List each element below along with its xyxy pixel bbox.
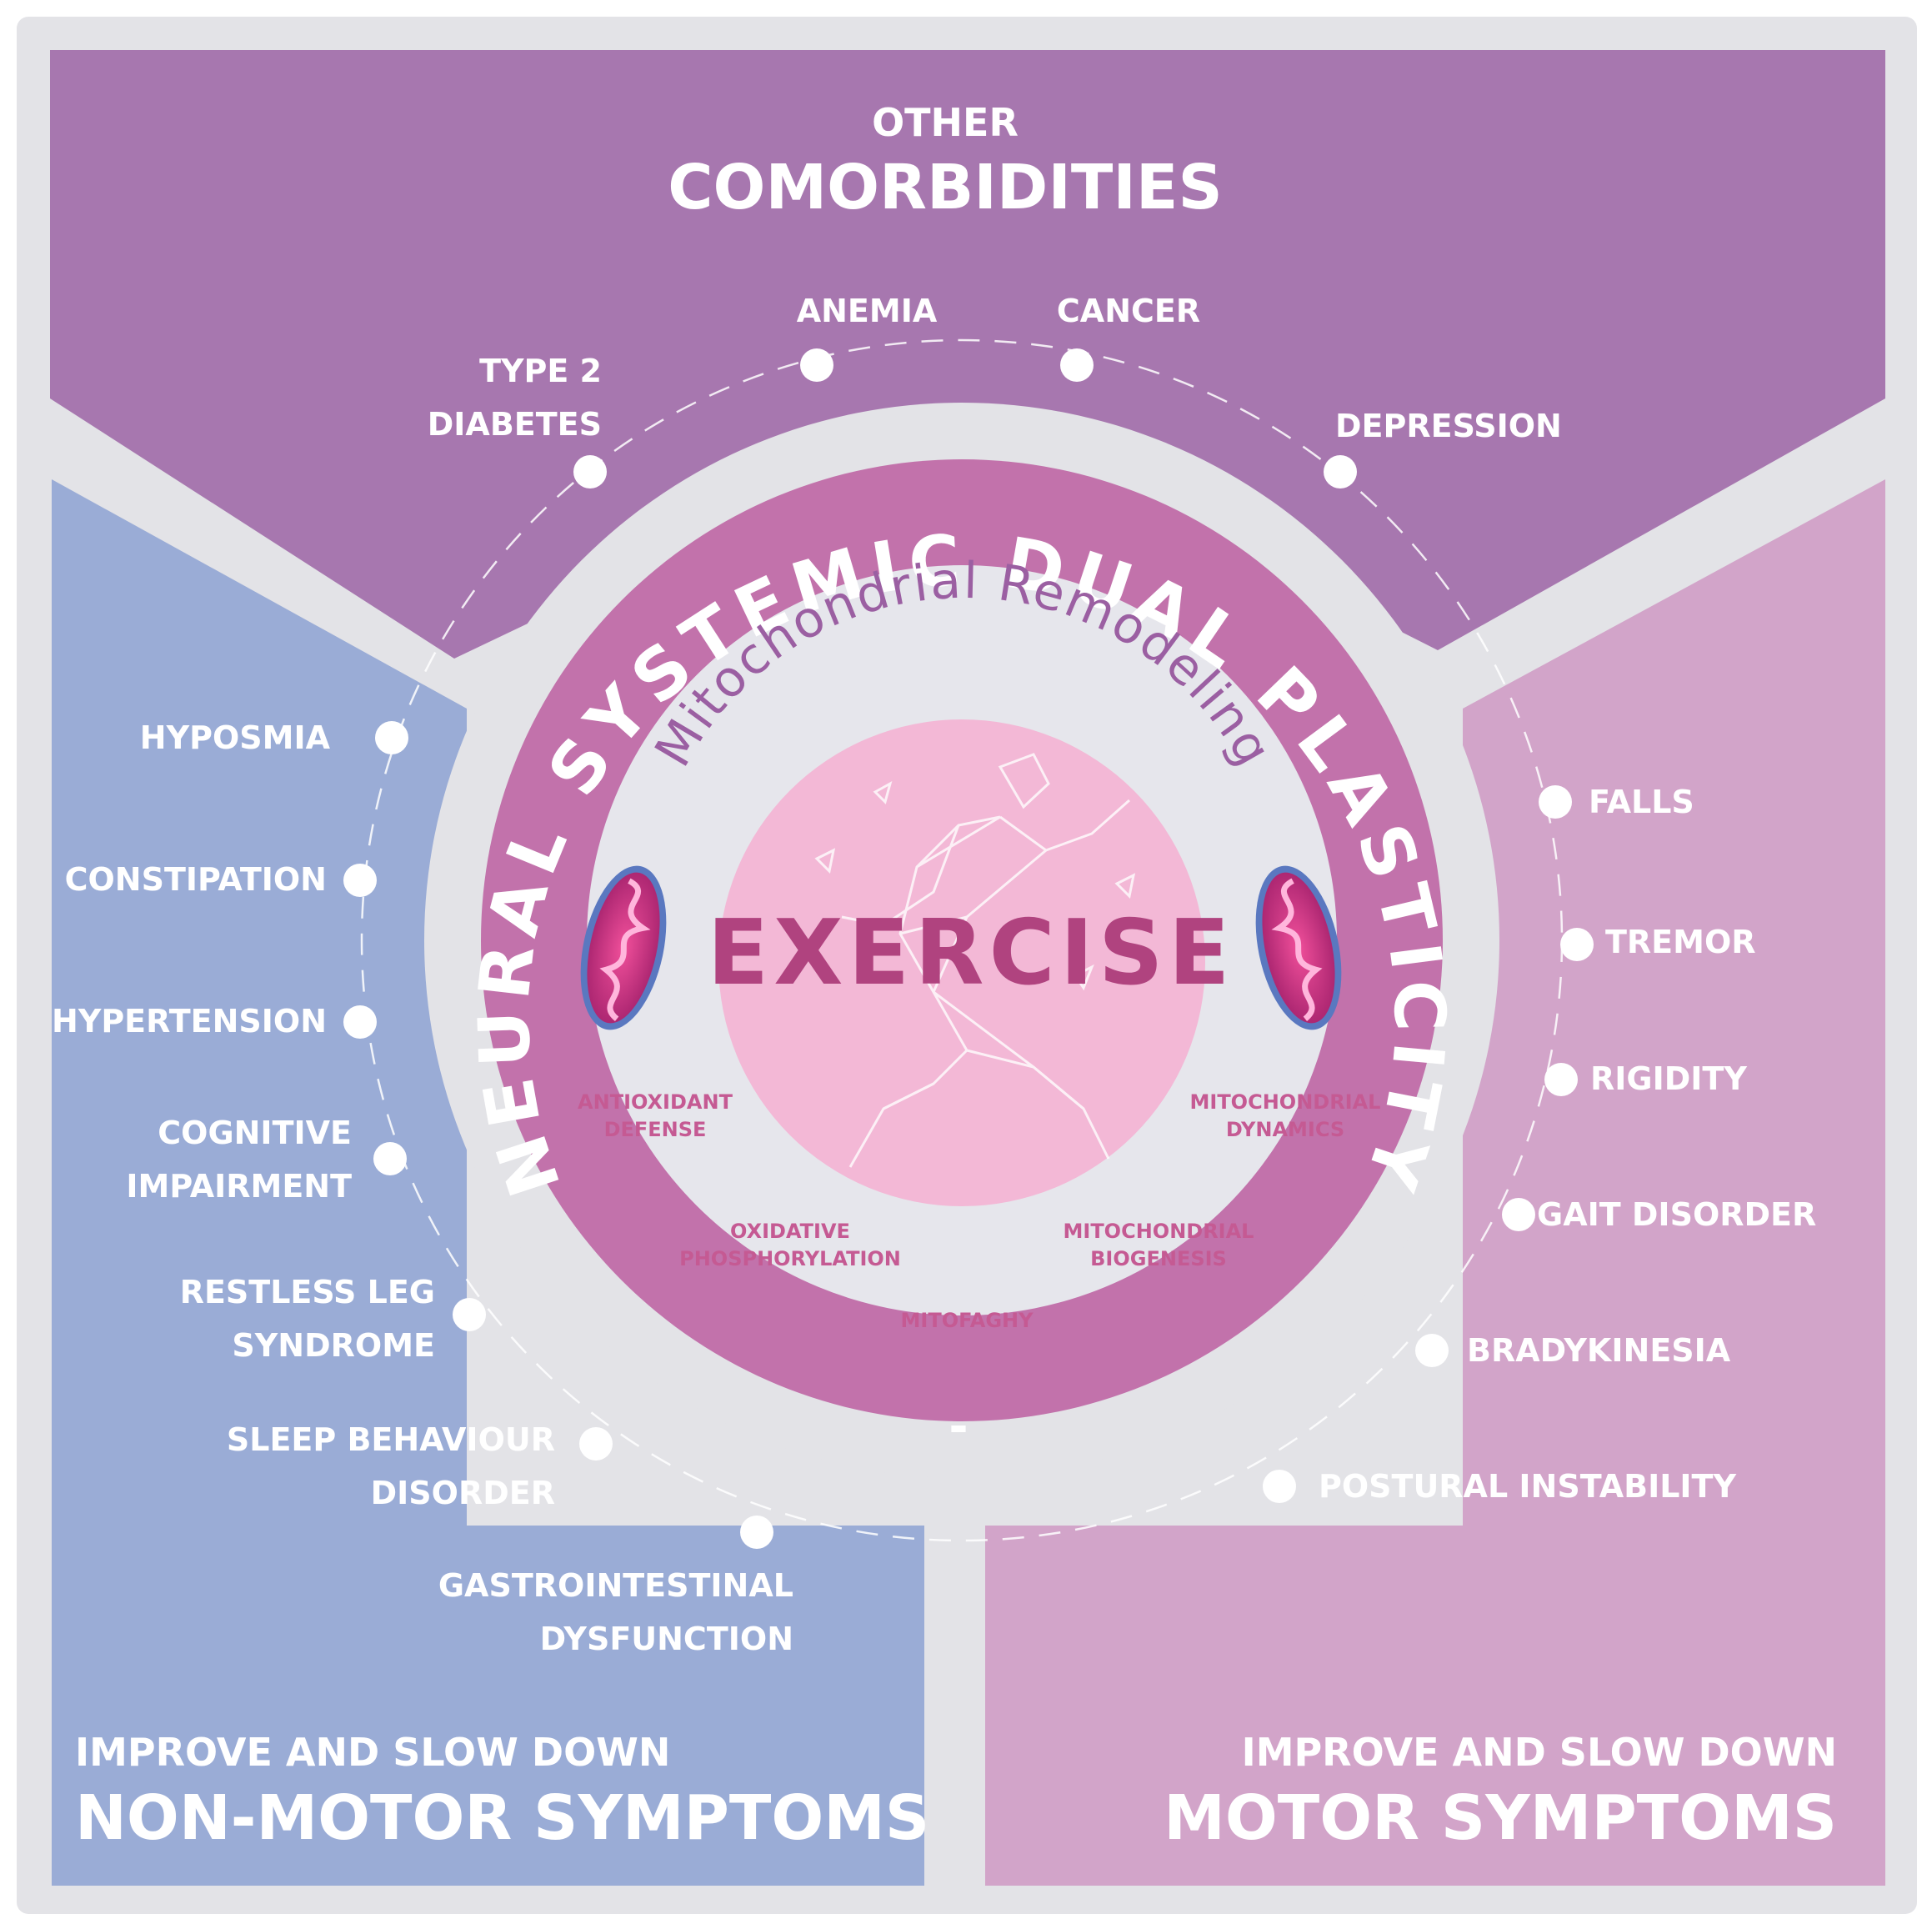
motor-item: RIGIDITY <box>1544 1060 1747 1097</box>
exercise-core <box>718 719 1205 1206</box>
item-label: TREMOR <box>1605 924 1756 960</box>
item-label: POSTURAL INSTABILITY <box>1319 1468 1736 1505</box>
item-label: HYPERTENSION <box>52 1003 327 1040</box>
motor-item: BRADYKINESIA <box>1415 1332 1731 1369</box>
item-label: CONSTIPATION <box>65 861 327 898</box>
non-motor-item: CONSTIPATION <box>65 861 377 898</box>
comorbidities-item: CANCER <box>1057 293 1200 382</box>
top-panel-subtitle: OTHER <box>872 100 1019 145</box>
item-label: FALLS <box>1589 784 1694 820</box>
non-motor-item: HYPERTENSION <box>52 1003 377 1040</box>
bullet-dot-icon <box>573 455 607 489</box>
right-panel <box>985 479 1885 1886</box>
bullet-dot-icon <box>579 1427 613 1461</box>
non-motor-item: HYPOSMIA <box>140 719 408 756</box>
bullet-dot-icon <box>1539 785 1572 819</box>
item-label: ANEMIA <box>797 293 938 329</box>
comorbidities-item: ANEMIA <box>797 293 938 382</box>
bullet-dot-icon <box>373 1142 407 1175</box>
bullet-dot-icon <box>1263 1470 1296 1503</box>
bullet-dot-icon <box>1415 1334 1449 1367</box>
bullet-dot-icon <box>1544 1063 1578 1096</box>
motor-item: TREMOR <box>1560 924 1756 961</box>
right-panel-title: MOTOR SYMPTOMS <box>1164 1782 1837 1854</box>
item-label: HYPOSMIA <box>140 719 331 756</box>
bullet-dot-icon <box>1502 1198 1535 1231</box>
bullet-dot-icon <box>343 1005 377 1039</box>
motor-item: POSTURAL INSTABILITY <box>1263 1468 1736 1505</box>
comorbidities-item: DEPRESSION <box>1324 408 1562 489</box>
motor-item: GAIT DISORDER <box>1502 1196 1816 1233</box>
ring-bottom-mark: - <box>948 1400 968 1454</box>
bullet-dot-icon <box>800 348 833 382</box>
item-label: DEPRESSION <box>1335 408 1562 444</box>
item-label: CANCER <box>1057 293 1200 329</box>
mitochondrion-icon <box>580 865 667 1030</box>
left-panel-subtitle: IMPROVE AND SLOW DOWN <box>75 1730 670 1775</box>
bullet-dot-icon <box>343 864 377 897</box>
bullet-dot-icon <box>375 721 408 754</box>
mechanism-label: MITOFAGHY <box>901 1309 1034 1332</box>
polygonal-runner-icon <box>814 753 1136 1168</box>
bullet-dot-icon <box>1560 928 1594 961</box>
item-label: BRADYKINESIA <box>1467 1332 1731 1369</box>
exercise-label: EXERCISE <box>708 901 1235 1005</box>
bullet-dot-icon <box>453 1298 486 1331</box>
bullet-dot-icon <box>1060 348 1094 382</box>
mitochondrion-icon <box>1255 865 1342 1030</box>
bullet-dot-icon <box>740 1516 773 1549</box>
bullet-dot-icon <box>1324 455 1357 489</box>
item-label: GAIT DISORDER <box>1537 1196 1816 1233</box>
item-label: RIGIDITY <box>1590 1060 1747 1097</box>
top-panel-title: COMORBIDITIES <box>668 152 1223 223</box>
right-panel-subtitle: IMPROVE AND SLOW DOWN <box>1242 1730 1837 1775</box>
left-panel-title: NON-MOTOR SYMPTOMS <box>75 1782 929 1854</box>
top-panel <box>50 50 1885 659</box>
left-panel <box>52 479 924 1886</box>
motor-item: FALLS <box>1539 784 1694 820</box>
